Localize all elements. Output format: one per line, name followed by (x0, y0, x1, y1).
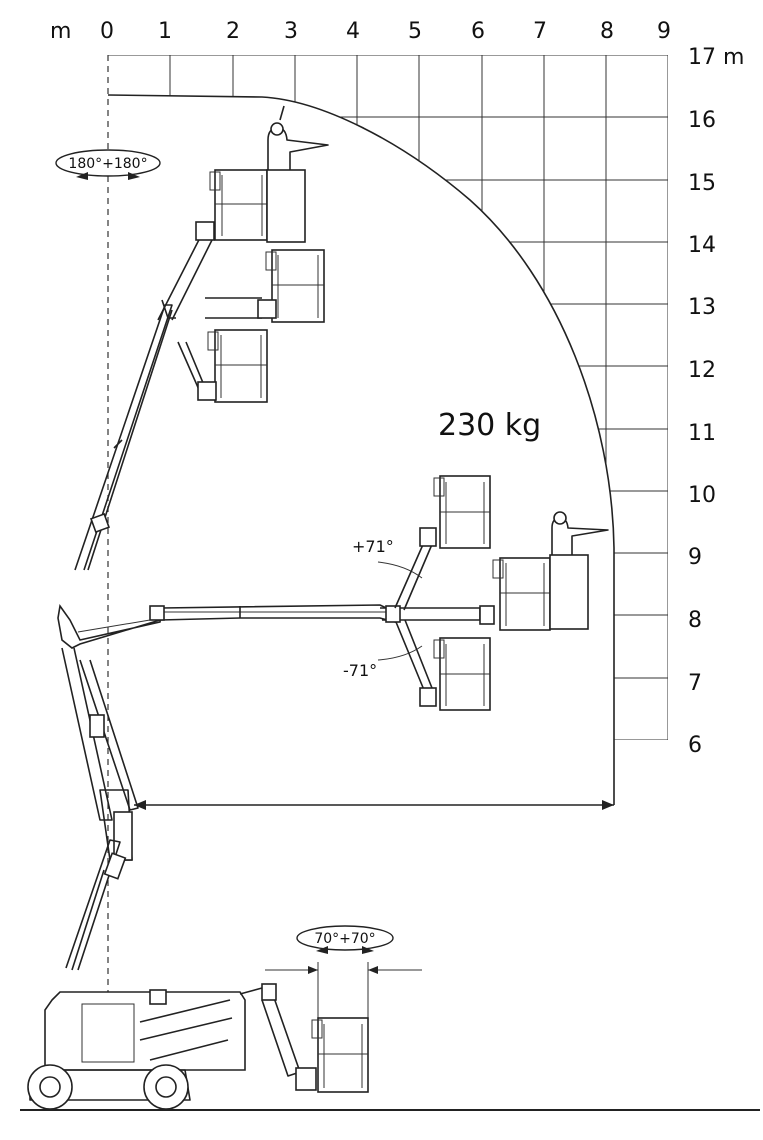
boom-horizontal-position (57, 603, 495, 649)
y-axis: 17 m 16 15 14 13 12 11 10 9 8 7 6 (688, 45, 744, 758)
y-tick-label: 14 (688, 233, 716, 258)
platform-lower-left (177, 329, 268, 403)
x-tick-label: 5 (408, 19, 422, 44)
y-tick-label: 17 m (688, 45, 744, 70)
platform-horizontal (492, 511, 609, 631)
y-tick-label: 12 (688, 358, 716, 383)
platform-mid-left (205, 249, 325, 323)
jib-rotation-indicator: 70°+70° (296, 925, 394, 954)
wheel-rear (143, 1064, 189, 1110)
y-tick-label: 9 (688, 545, 702, 570)
jib-rotation-label: 70°+70° (314, 931, 375, 947)
y-tick-label: 16 (688, 108, 716, 133)
jib-width-dimension (265, 962, 422, 1020)
x-tick-label: 9 (657, 19, 671, 44)
wheel-front (27, 1064, 73, 1110)
jib-angle-up-arc (377, 561, 423, 579)
x-tick-label: 0 (100, 19, 114, 44)
boom-vertical-position (74, 221, 217, 571)
x-tick-label: 4 (346, 19, 360, 44)
x-tick-label: 3 (284, 19, 298, 44)
x-axis: m 0 1 2 3 4 5 6 7 8 9 (50, 19, 671, 44)
y-tick-label: 13 (688, 295, 716, 320)
y-tick-label: 11 (688, 421, 716, 446)
x-tick-label: 2 (226, 19, 240, 44)
jib-angle-up-label: +71° (352, 537, 394, 556)
x-tick-label: 7 (533, 19, 547, 44)
operator-arm-raised (279, 105, 285, 121)
y-tick-label: 7 (688, 671, 702, 696)
jib-angle-down-arc (377, 645, 423, 661)
y-tick-label: 8 (688, 608, 702, 633)
outreach-dimension (134, 800, 614, 810)
jib-angle-down-label: -71° (343, 661, 377, 680)
platform-top (209, 105, 329, 243)
y-tick-label: 6 (688, 733, 702, 758)
x-tick-label: 1 (158, 19, 172, 44)
x-tick-label: 8 (600, 19, 614, 44)
x-axis-unit-label: m (50, 19, 71, 44)
base-machine (20, 983, 760, 1111)
y-tick-label: 15 (688, 171, 716, 196)
x-tick-label: 6 (471, 19, 485, 44)
load-capacity-label: 230 kg (438, 408, 541, 443)
jib-down (395, 619, 491, 711)
working-envelope (107, 94, 615, 805)
grid (108, 55, 668, 740)
platform-rotation-label: 180°+180° (68, 156, 147, 172)
platform-rotation-indicator: 180°+180° (55, 149, 161, 180)
lower-boom (61, 647, 139, 971)
jib-up (394, 475, 491, 611)
y-tick-label: 10 (688, 483, 716, 508)
